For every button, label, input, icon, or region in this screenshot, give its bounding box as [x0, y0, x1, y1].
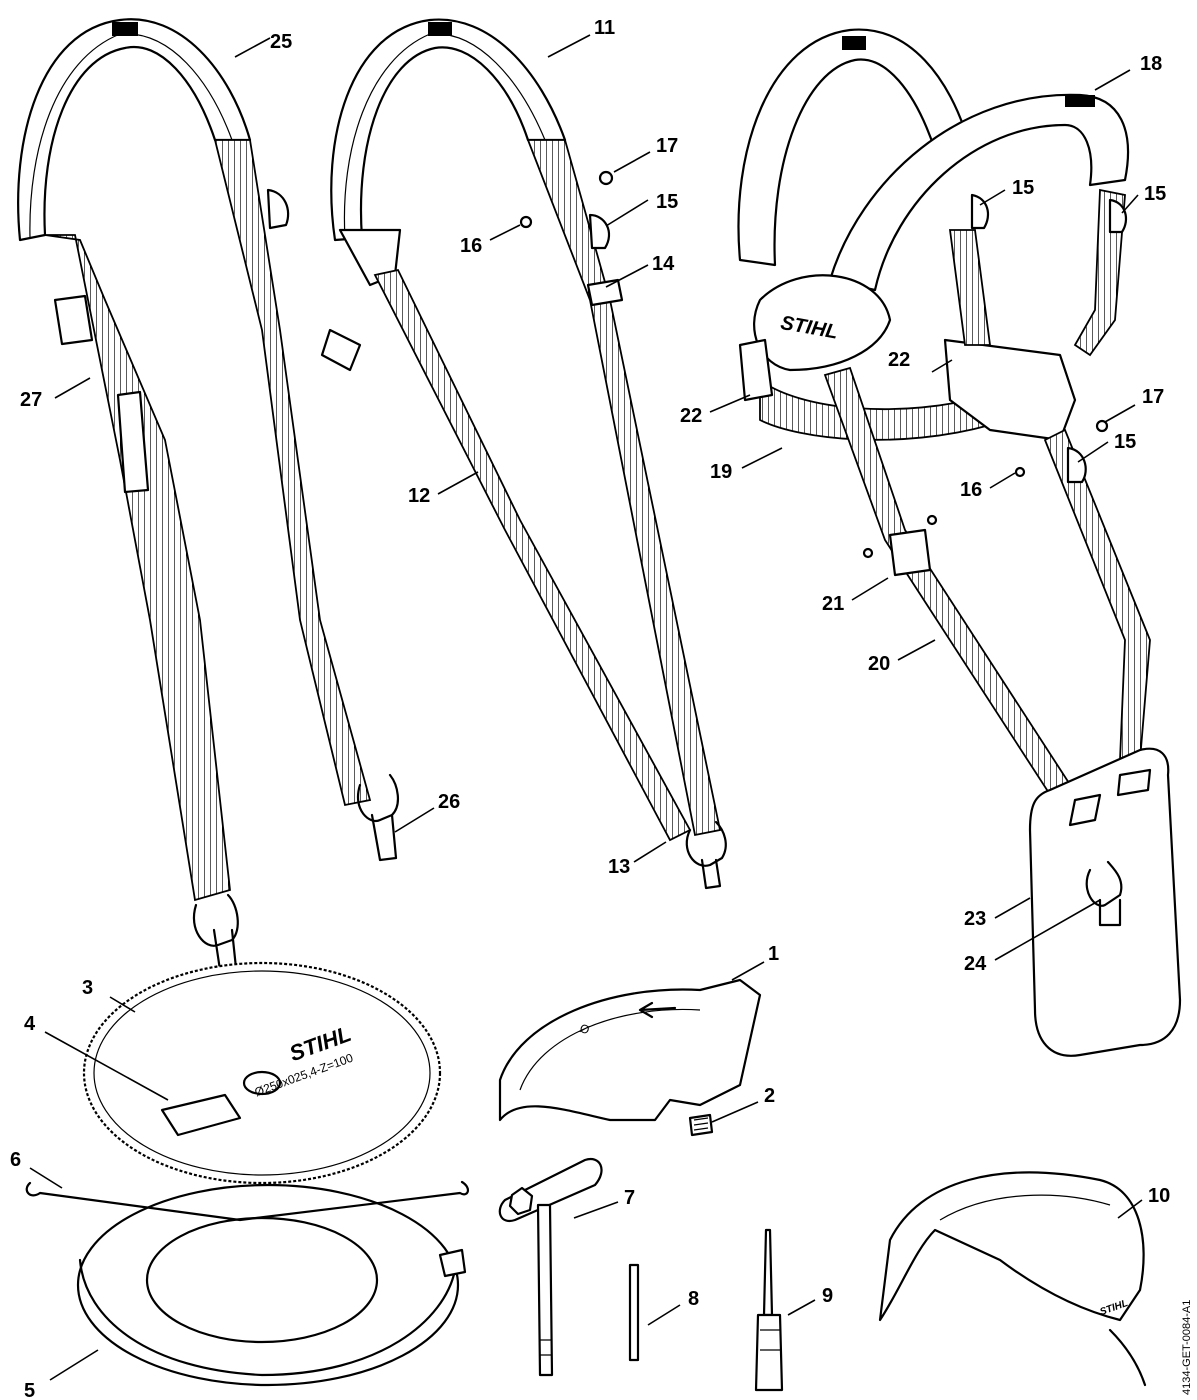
- callout-12: 12: [408, 485, 430, 507]
- callout-6: 6: [10, 1149, 21, 1171]
- callout-16-middle: 16: [460, 235, 482, 257]
- callout-27: 27: [20, 389, 42, 411]
- callout-7: 7: [624, 1187, 635, 1209]
- callout-14: 14: [652, 253, 675, 275]
- callout-15-harness-left: 15: [1012, 177, 1034, 199]
- callout-10: 10: [1148, 1185, 1170, 1207]
- shoulder-strap-25: [17, 18, 372, 972]
- callout-15-harness-lower: 15: [1114, 431, 1136, 453]
- callout-22-upper: 22: [888, 349, 910, 371]
- callout-15-middle: 15: [656, 191, 678, 213]
- callout-23: 23: [964, 908, 986, 930]
- pin-8: [628, 1263, 640, 1362]
- screwdriver-9: [754, 1228, 784, 1392]
- callout-24: 24: [964, 953, 987, 975]
- callout-21: 21: [822, 593, 844, 615]
- callout-17-middle: 17: [656, 135, 678, 157]
- callout-11: 11: [594, 17, 615, 39]
- callout-19: 19: [710, 461, 732, 483]
- combination-wrench-7: [498, 1157, 603, 1377]
- callout-16-harness: 16: [960, 479, 982, 501]
- callout-4: 4: [24, 1013, 36, 1035]
- callout-13: 13: [608, 856, 630, 878]
- callout-25: 25: [270, 31, 292, 53]
- callout-9: 9: [822, 1285, 833, 1307]
- callout-5: 5: [24, 1380, 35, 1400]
- callouts: 1 2 3 4 5 6 7 8 9 10 11 12 13 14 15 15 1…: [10, 17, 1170, 1400]
- callout-3: 3: [82, 977, 93, 999]
- callout-15-harness-right: 15: [1144, 183, 1166, 205]
- callout-18: 18: [1140, 53, 1162, 75]
- circular-blade-3: STIHL Ø250x025,4-Z=100: [82, 961, 442, 1185]
- callout-20: 20: [868, 653, 890, 675]
- safety-glasses-10: STIHL: [878, 1171, 1147, 1387]
- deflector-marking: Ø: [578, 1021, 592, 1037]
- callout-17-harness: 17: [1142, 386, 1164, 408]
- leader-lines: [29, 34, 1143, 1381]
- transport-guard-5: [25, 1180, 469, 1387]
- deflector-1: Ø: [498, 978, 762, 1137]
- drawing-reference: 4134-GET-0084-A1: [1181, 1300, 1193, 1395]
- harness-18: STIHL: [737, 28, 1182, 1057]
- callout-2: 2: [764, 1085, 775, 1107]
- callout-26: 26: [438, 791, 460, 813]
- callout-8: 8: [688, 1288, 699, 1310]
- callout-22-lower: 22: [680, 405, 702, 427]
- shoulder-strap-11: [330, 18, 727, 890]
- callout-1: 1: [768, 943, 779, 965]
